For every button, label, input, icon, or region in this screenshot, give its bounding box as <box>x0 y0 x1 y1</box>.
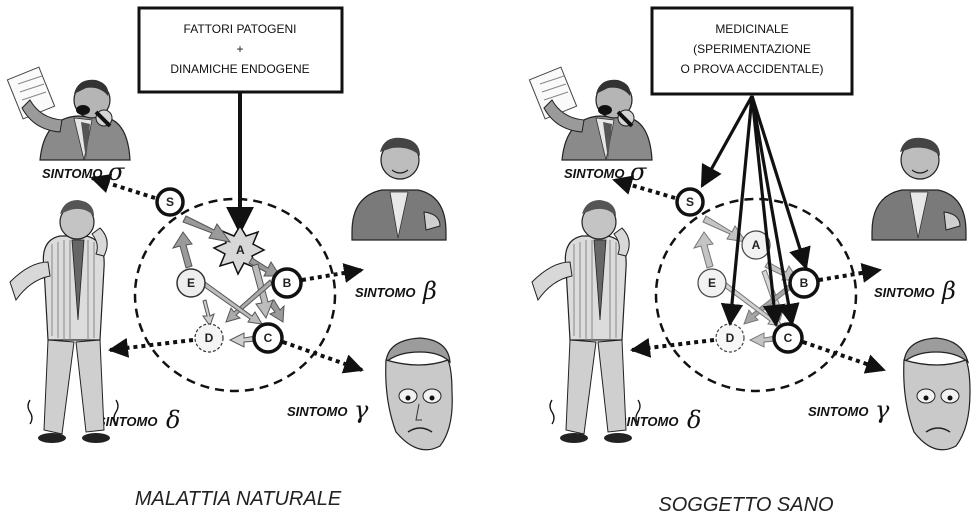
symptom-delta-arrow <box>110 340 193 350</box>
arrow-s-to-a <box>183 216 230 242</box>
symptom-sigma-symbol-right: σ <box>630 158 647 186</box>
pathogen-box-line-3: DINAMICHE ENDOGENE <box>170 62 309 76</box>
node-d-right: D <box>716 324 744 352</box>
beta-man-figure-right <box>872 138 966 240</box>
node-c-right-label: C <box>784 331 793 345</box>
node-s: S <box>157 189 183 215</box>
symptom-beta-arrow-right <box>819 270 880 280</box>
right-panel: MEDICINALE (SPERIMENTAZIONE O PROVA ACCI… <box>529 8 970 516</box>
arrow-c-to-d-right <box>750 333 776 347</box>
medicine-box-line-2: (SPERIMENTAZIONE <box>693 42 811 56</box>
beta-man-figure <box>352 138 446 240</box>
left-caption: MALATTIA NATURALE <box>135 488 342 510</box>
node-c: C <box>254 324 282 352</box>
medicine-box-line-1: MEDICINALE <box>715 22 788 36</box>
node-c-label: C <box>264 331 273 345</box>
arrow-e-to-s-right <box>694 232 713 268</box>
symptom-gamma-symbol: γ <box>354 396 369 424</box>
symptom-beta-symbol-right: β <box>941 277 956 305</box>
node-b-right: B <box>790 269 818 297</box>
node-e: E <box>177 269 205 297</box>
symptom-gamma-label-right: SINTOMO <box>808 404 868 419</box>
node-a-label: A <box>236 243 245 257</box>
symptom-delta-label: SINTOMO <box>97 414 157 429</box>
delta-shivering-man-figure-right <box>532 200 640 443</box>
symptom-sigma-symbol: σ <box>108 158 125 186</box>
pathogen-box-line-1: FATTORI PATOGENI <box>184 22 297 36</box>
symptom-delta-symbol: δ <box>166 406 180 434</box>
node-d-right-label: D <box>726 331 735 345</box>
symptom-delta-label-right: SINTOMO <box>618 414 678 429</box>
node-b-right-label: B <box>800 276 809 290</box>
left-panel: FATTORI PATOGENI + DINAMICHE ENDOGENE A … <box>7 8 452 510</box>
node-a-right-label: A <box>752 238 761 252</box>
symptom-beta-label: SINTOMO <box>355 285 415 300</box>
organism-boundary <box>135 199 335 391</box>
node-b: B <box>273 269 301 297</box>
organism-boundary-right <box>656 199 856 391</box>
node-s-right: S <box>677 189 703 215</box>
symptom-gamma-arrow-right <box>803 342 884 370</box>
node-e-right: E <box>698 269 726 297</box>
node-d-label: D <box>205 331 214 345</box>
symptom-beta-label-right: SINTOMO <box>874 285 934 300</box>
angry-phone-man-figure <box>7 67 130 160</box>
symptom-beta-symbol: β <box>422 277 437 305</box>
symptom-gamma-arrow <box>283 342 362 370</box>
arrow-e-to-d <box>203 300 214 326</box>
gamma-sick-man-figure <box>386 338 453 450</box>
delta-shivering-man-figure <box>10 200 118 443</box>
right-caption: SOGGETTO SANO <box>658 494 833 516</box>
symptom-delta-arrow-right <box>632 340 714 350</box>
node-s-label: S <box>166 195 174 209</box>
node-e-label: E <box>187 276 195 290</box>
symptom-gamma-label: SINTOMO <box>287 404 347 419</box>
symptom-delta-symbol-right: δ <box>687 406 701 434</box>
node-d: D <box>195 324 223 352</box>
arrow-e-to-s <box>173 232 192 268</box>
symptom-sigma-label-right: SINTOMO <box>564 166 624 181</box>
node-c-right: C <box>774 324 802 352</box>
arrow-c-to-d <box>230 333 256 347</box>
medicine-box-line-3: O PROVA ACCIDENTALE) <box>681 62 824 76</box>
pathogen-box-line-2: + <box>236 42 243 56</box>
symptom-gamma-symbol-right: γ <box>875 396 890 424</box>
angry-phone-man-figure-right <box>529 67 652 160</box>
symptom-sigma-label: SINTOMO <box>42 166 102 181</box>
gamma-sick-man-figure-right <box>904 338 970 450</box>
node-b-label: B <box>283 276 292 290</box>
node-s-right-label: S <box>686 195 694 209</box>
node-e-right-label: E <box>708 276 716 290</box>
